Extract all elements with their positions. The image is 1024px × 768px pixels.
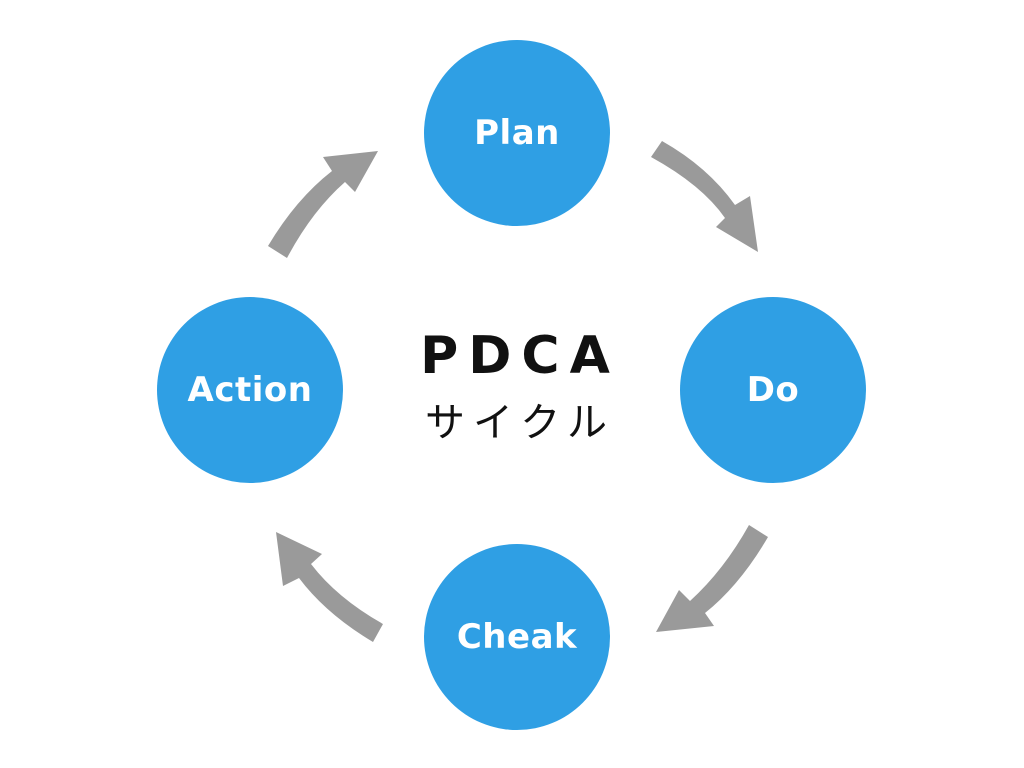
node-check-label: Cheak (456, 617, 578, 657)
node-do: Do (680, 297, 866, 483)
node-do-label: Do (746, 370, 800, 410)
node-action: Action (157, 297, 343, 483)
diagram-title: PDCA (420, 326, 620, 386)
arrow-check-to-action-icon (276, 532, 383, 642)
node-check: Cheak (424, 544, 610, 730)
node-plan-label: Plan (474, 113, 560, 153)
arrow-do-to-check-icon (656, 525, 768, 632)
diagram-subtitle: サイクル (425, 400, 615, 446)
node-plan: Plan (424, 40, 610, 226)
arrow-plan-to-do-icon (651, 141, 758, 252)
arrow-action-to-plan-icon (268, 151, 378, 258)
node-action-label: Action (187, 370, 313, 410)
